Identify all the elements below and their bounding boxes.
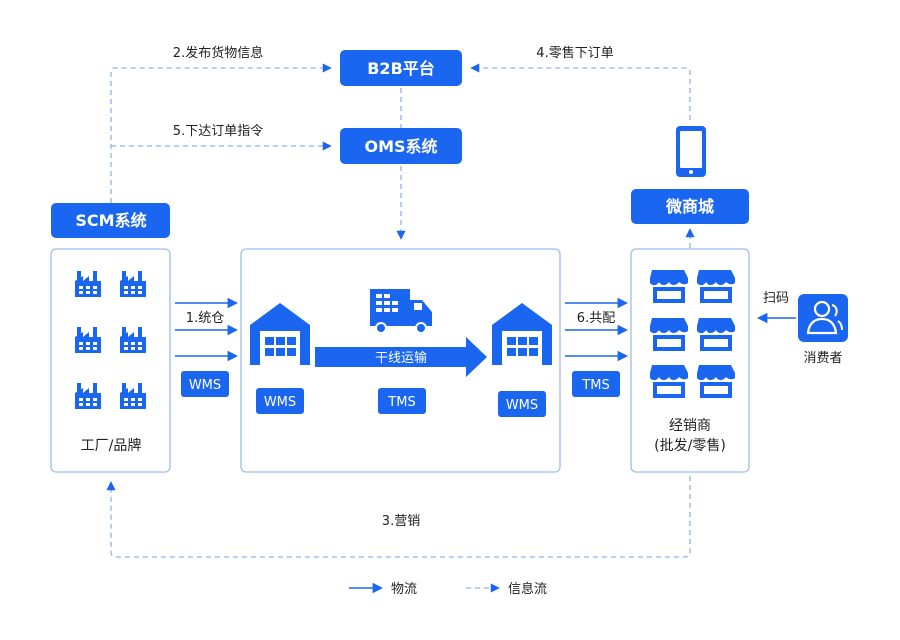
trunk-label: 干线运输 [375, 350, 427, 366]
svg-text:WMS: WMS [264, 395, 296, 410]
legend-info-label: 信息流 [508, 581, 547, 597]
wms-left-tag: WMS [256, 388, 304, 414]
factory-label: 工厂/品牌 [81, 437, 142, 454]
info-flow-lines [106, 63, 695, 558]
smartphone-icon [676, 126, 706, 177]
physical-flow-in [175, 297, 239, 362]
scan-label: 扫码 [763, 291, 789, 306]
svg-text:WMS: WMS [506, 398, 538, 413]
weishop-label: 微商城 [665, 197, 714, 216]
dealer-label: 经销商 [669, 418, 711, 434]
b2b-platform-box: B2B平台 [340, 50, 462, 86]
truck-icon [370, 289, 432, 334]
flow-6-label: 6.共配 [577, 311, 615, 326]
flow-5-label: 5.下达订单指令 [173, 124, 263, 139]
svg-text:WMS: WMS [189, 378, 221, 393]
flow-3-label: 3.营销 [382, 514, 420, 529]
legend-physical-label: 物流 [391, 582, 417, 597]
flow-4-label: 4.零售下订单 [536, 45, 613, 61]
factory-panel: 工厂/品牌 [50, 248, 171, 473]
scm-system-label: SCM系统 [75, 211, 146, 230]
legend: 物流 信息流 [349, 581, 547, 597]
flow-2-label: 2.发布货物信息 [173, 45, 263, 61]
oms-system-box: OMS系统 [340, 128, 462, 164]
dealer-sublabel: (批发/零售) [654, 438, 726, 454]
svg-text:TMS: TMS [581, 378, 609, 393]
b2b-platform-label: B2B平台 [367, 59, 435, 78]
tms-between-tag: TMS [572, 371, 620, 397]
wms-between-tag: WMS [181, 371, 229, 397]
consumer-label: 消费者 [803, 351, 842, 366]
flow-1-label: 1.统仓 [186, 311, 224, 326]
weishop-box: 微商城 [631, 189, 749, 224]
dealer-panel: 经销商 (批发/零售) [630, 248, 750, 473]
svg-text:TMS: TMS [387, 395, 415, 410]
warehouse-panel: 干线运输 WMS TMS WMS [240, 248, 561, 473]
wms-right-tag: WMS [498, 391, 546, 417]
scm-system-box: SCM系统 [51, 203, 170, 238]
physical-flow-out [565, 297, 629, 362]
trunk-arrow: 干线运输 [315, 337, 487, 377]
tms-mid-tag: TMS [378, 388, 426, 414]
oms-system-label: OMS系统 [364, 137, 437, 156]
user-icon [798, 294, 848, 342]
